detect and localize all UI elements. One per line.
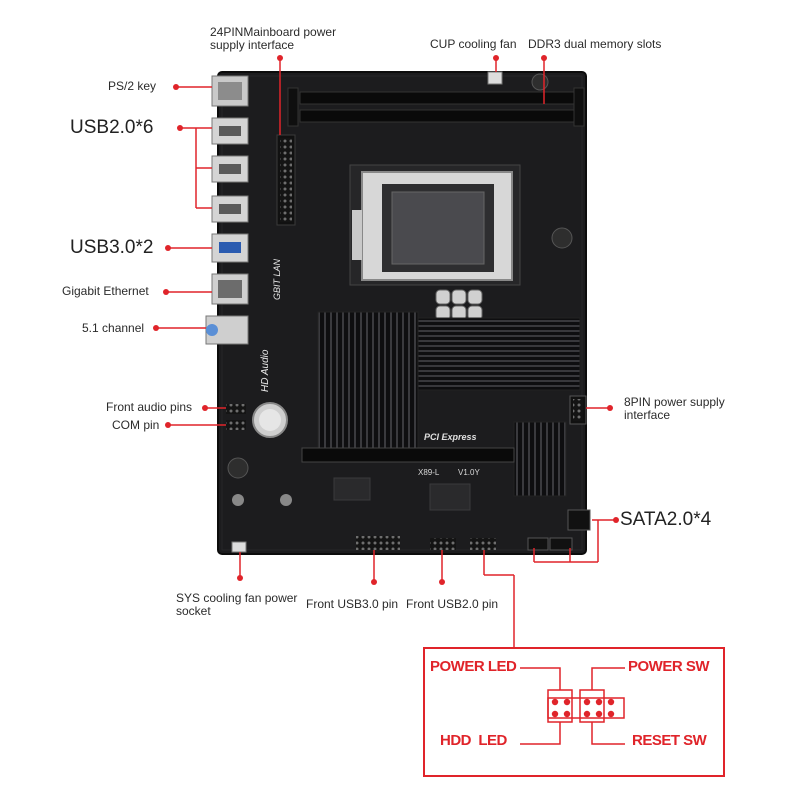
hd-audio-text: HD Audio bbox=[260, 349, 271, 392]
board-texture bbox=[221, 75, 583, 551]
reset-sw-label: RESET SW bbox=[632, 732, 707, 749]
cpu-socket bbox=[349, 164, 521, 286]
capacitors bbox=[435, 289, 483, 321]
eps8-label: 8PIN power supply interface bbox=[624, 395, 725, 422]
chipset-heatsink bbox=[417, 317, 581, 391]
front-usb3-header bbox=[356, 536, 400, 550]
cpu-fan-header bbox=[487, 71, 503, 85]
dimm-slot-2 bbox=[299, 109, 583, 123]
ps2-label: PS/2 key bbox=[108, 79, 157, 93]
rear-io bbox=[205, 75, 249, 345]
power-led-label: POWER LED bbox=[430, 658, 517, 675]
ddr3-label: DDR3 dual memory slots bbox=[528, 37, 662, 51]
pcie-slot bbox=[301, 447, 515, 463]
audio51-label: 5.1 channel bbox=[82, 321, 145, 335]
front-usb3-label: Front USB3.0 pin bbox=[306, 597, 399, 611]
board-model-text: X89-L bbox=[418, 468, 440, 477]
front-usb2-label: Front USB2.0 pin bbox=[406, 597, 499, 611]
front-panel-header bbox=[470, 538, 496, 550]
gbit-lan-text: GBIT LAN bbox=[272, 258, 282, 300]
atx24-label: 24PINMainboard power supply interface bbox=[210, 25, 337, 52]
usb2-label: USB2.0*6 bbox=[70, 117, 154, 138]
com-header bbox=[226, 420, 246, 430]
hdd-led-label: HDD LED bbox=[440, 732, 507, 749]
memory-slots bbox=[287, 87, 585, 127]
usb3-label: USB3.0*2 bbox=[70, 237, 154, 258]
ethernet-label: Gigabit Ethernet bbox=[62, 284, 149, 298]
pch-heatsink bbox=[513, 421, 567, 497]
front-panel-zoom-box bbox=[423, 647, 725, 777]
sys-fan-label: SYS cooling fan power socket bbox=[176, 591, 298, 618]
front-panel-leaders bbox=[520, 667, 625, 745]
front-panel-pins bbox=[547, 689, 625, 723]
com-label: COM pin bbox=[112, 418, 160, 432]
dimm-slot-1 bbox=[299, 91, 583, 105]
pcie-text: PCI Express bbox=[424, 432, 477, 442]
front-audio-header bbox=[226, 404, 246, 414]
pointer-dots bbox=[153, 55, 619, 585]
front-usb2-header bbox=[430, 538, 456, 550]
sata-ports bbox=[527, 509, 591, 551]
sata-label: SATA2.0*4 bbox=[620, 509, 712, 530]
pointer-lines bbox=[156, 58, 616, 648]
power-sw-label: POWER SW bbox=[628, 658, 710, 675]
cpu-fan-label: CUP cooling fan bbox=[430, 37, 517, 51]
front-audio-label: Front audio pins bbox=[106, 400, 193, 414]
board-version-text: V1.0Y bbox=[458, 468, 480, 477]
vrm-heatsink bbox=[317, 311, 419, 449]
sys-fan-header bbox=[231, 541, 247, 553]
